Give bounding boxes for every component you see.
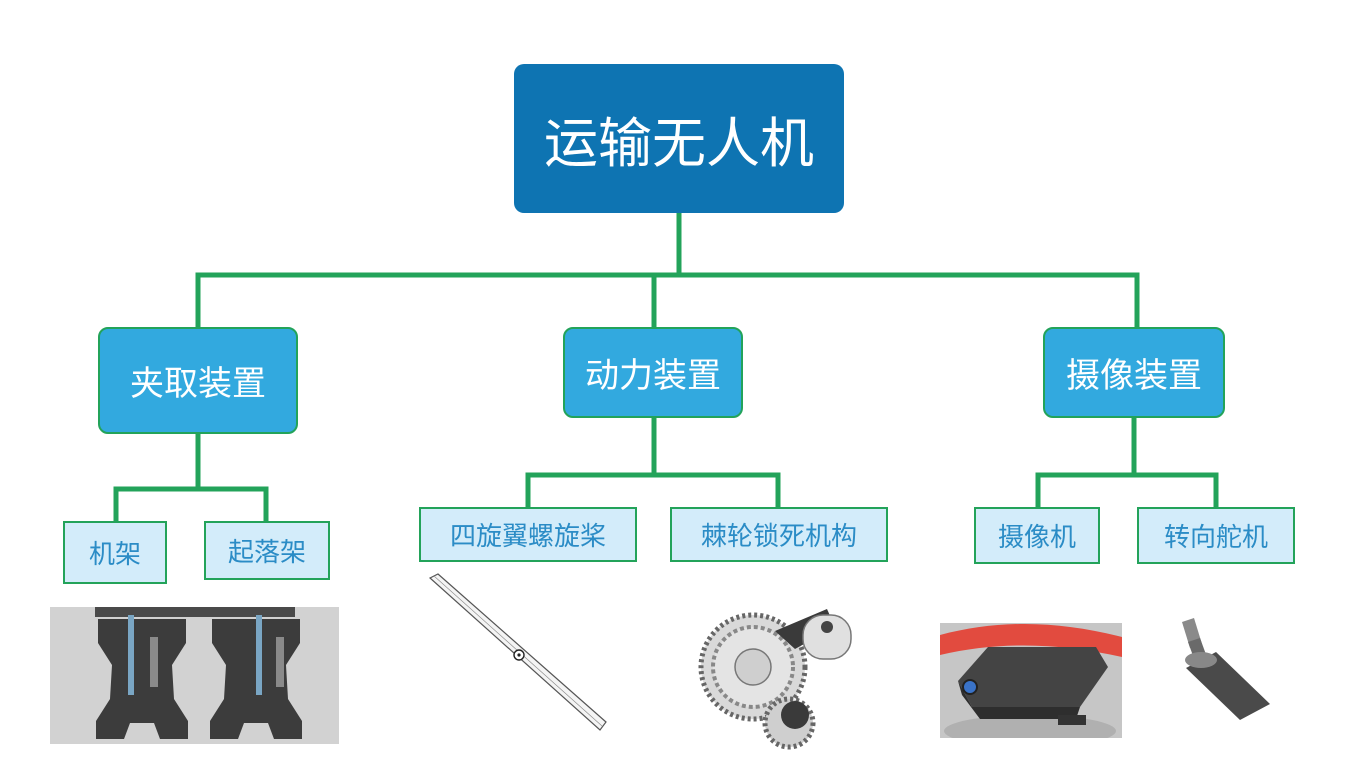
leaf-frame: 机架: [63, 521, 167, 584]
leaf-label: 机架: [88, 540, 141, 570]
category-camera: 摄像装置: [1043, 327, 1225, 418]
category-gripper: 夹取装置: [98, 327, 298, 434]
root-label: 运输无人机: [544, 112, 814, 175]
servo-image: [1182, 618, 1270, 720]
leaf-label: 起落架: [227, 538, 306, 568]
leaf-steering-servo: 转向舵机: [1137, 507, 1295, 564]
leaf-ratchet-lock: 棘轮锁死机构: [670, 507, 888, 562]
camera-image: [940, 623, 1122, 738]
ratchet-gear-image: [698, 609, 852, 750]
leaf-label: 四旋翼螺旋桨: [449, 522, 606, 552]
leaf-label: 摄像机: [997, 523, 1076, 553]
category-label: 摄像装置: [1066, 356, 1202, 396]
leaf-video-camera: 摄像机: [974, 507, 1100, 564]
category-label: 动力装置: [585, 356, 721, 396]
propeller-image: [428, 573, 607, 731]
category-power: 动力装置: [563, 327, 743, 418]
leaf-label: 棘轮锁死机构: [700, 522, 857, 552]
category-label: 夹取装置: [130, 364, 266, 404]
gripper-frame-image: [50, 607, 339, 744]
leaf-quad-propeller: 四旋翼螺旋桨: [419, 507, 637, 562]
leaf-landing-gear: 起落架: [204, 521, 330, 580]
root-node: 运输无人机: [514, 64, 844, 213]
leaf-label: 转向舵机: [1163, 523, 1268, 553]
